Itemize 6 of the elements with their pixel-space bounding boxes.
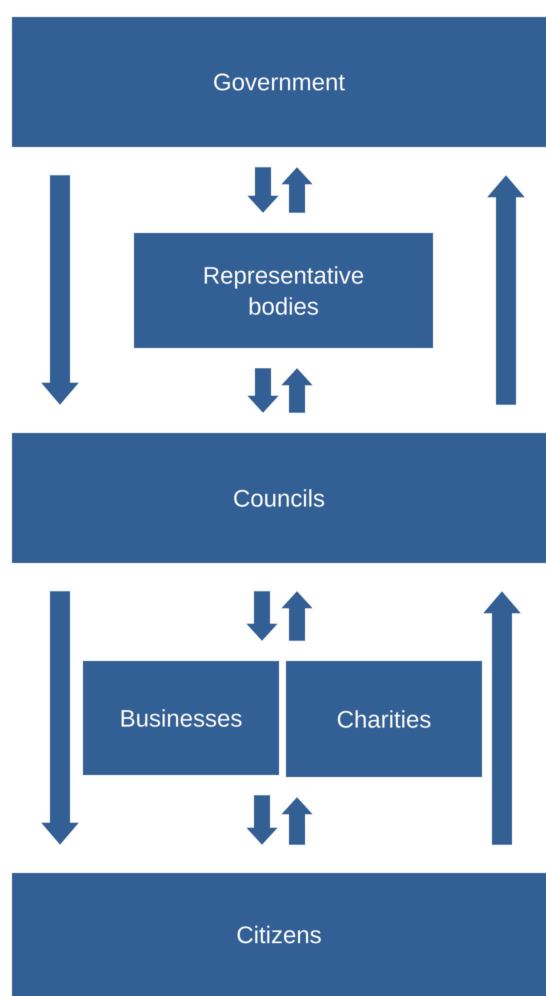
process-box: Councils (12, 433, 546, 563)
process-box: Businesses (83, 661, 279, 775)
process-box: Government (12, 17, 546, 147)
process-box: Representative bodies (134, 233, 433, 348)
process-box: Citizens (12, 873, 546, 996)
process-box: Charities (286, 661, 482, 777)
